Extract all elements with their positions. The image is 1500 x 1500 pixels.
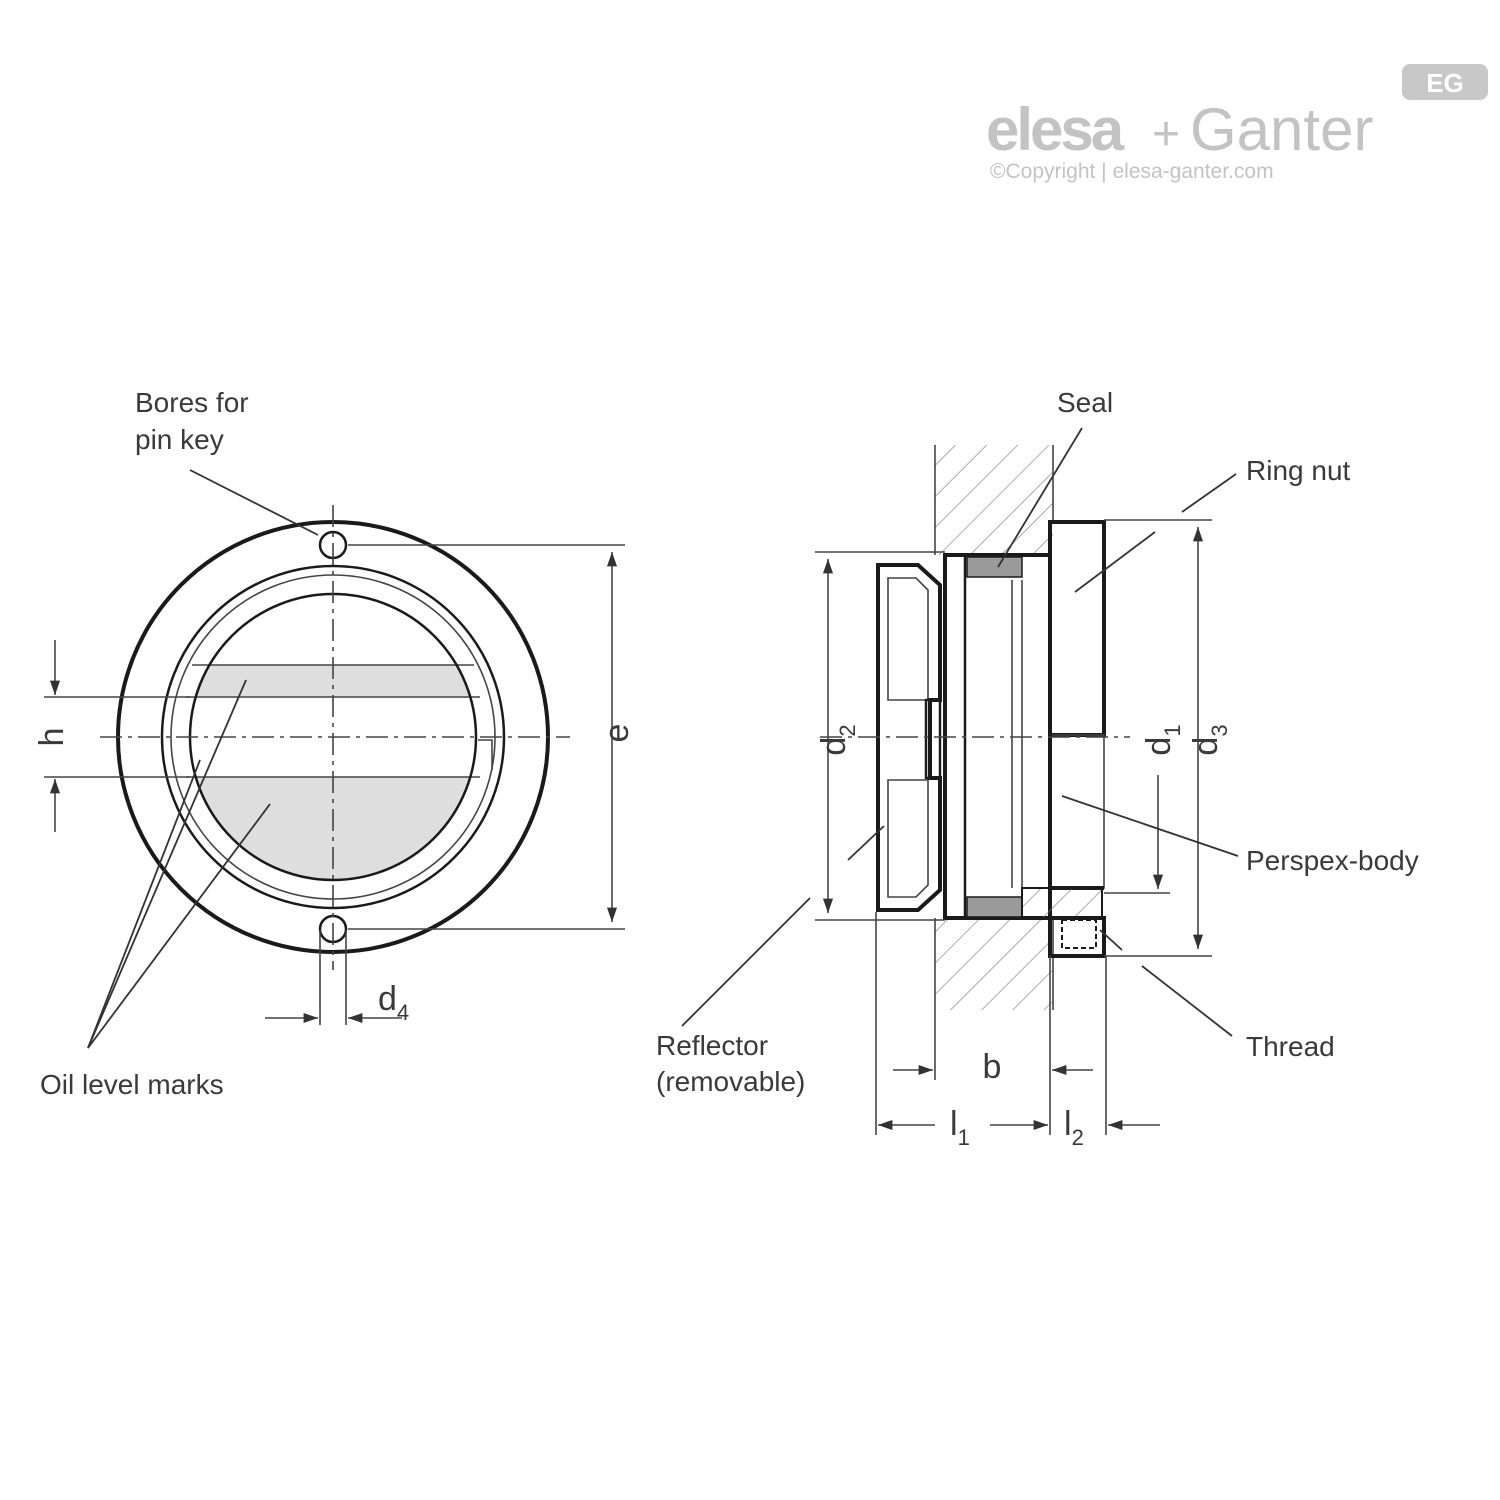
dim-l2-label: l2 [1064, 1105, 1084, 1150]
logo-brand-ganter: Ganter [1190, 96, 1373, 163]
dim-d2-label: d2 [815, 724, 860, 755]
label-reflector: Reflector(removable) [656, 1030, 805, 1097]
housing-wall-upper [935, 445, 1053, 555]
dim-d4-label: d4 [378, 980, 409, 1025]
perspex-body [943, 553, 1052, 920]
logo-badge-text: EG [1426, 68, 1464, 98]
thread-zone [1021, 887, 1103, 919]
seal-upper [966, 556, 1023, 578]
logo-copyright: ©Copyright | elesa-ganter.com [990, 160, 1274, 183]
label-perspex-body: Perspex-body [1246, 845, 1419, 876]
dim-h-label: h [33, 728, 71, 747]
label-ring-nut: Ring nut [1246, 455, 1351, 486]
logo-brand-elesa: elesa [986, 96, 1125, 163]
dim-l1-label: l1 [950, 1105, 970, 1150]
seal-lower [966, 896, 1023, 918]
ring-nut-circle [160, 564, 506, 910]
housing-wall-lower [935, 918, 1053, 1010]
brand-logo: EG elesa + Ganter ©Copyright | elesa-gan… [986, 64, 1488, 183]
logo-brand-plus: + [1152, 108, 1180, 161]
dim-d1-label: d1 [1140, 724, 1185, 755]
label-thread: Thread [1246, 1031, 1335, 1062]
dim-b-label: b [983, 1048, 1002, 1086]
upper-oil-mark-band [190, 665, 476, 697]
label-seal: Seal [1057, 387, 1113, 418]
section-view: d2 d1 d3 b l1 l2 Seal Ring nut Per [656, 387, 1419, 1150]
label-oil-level-marks: Oil level marks [40, 1069, 224, 1100]
dim-d3-label: d3 [1187, 724, 1232, 755]
logo-badge-icon [1402, 64, 1488, 100]
dim-e-label: e [598, 724, 636, 743]
ring-nut [1048, 520, 1106, 737]
